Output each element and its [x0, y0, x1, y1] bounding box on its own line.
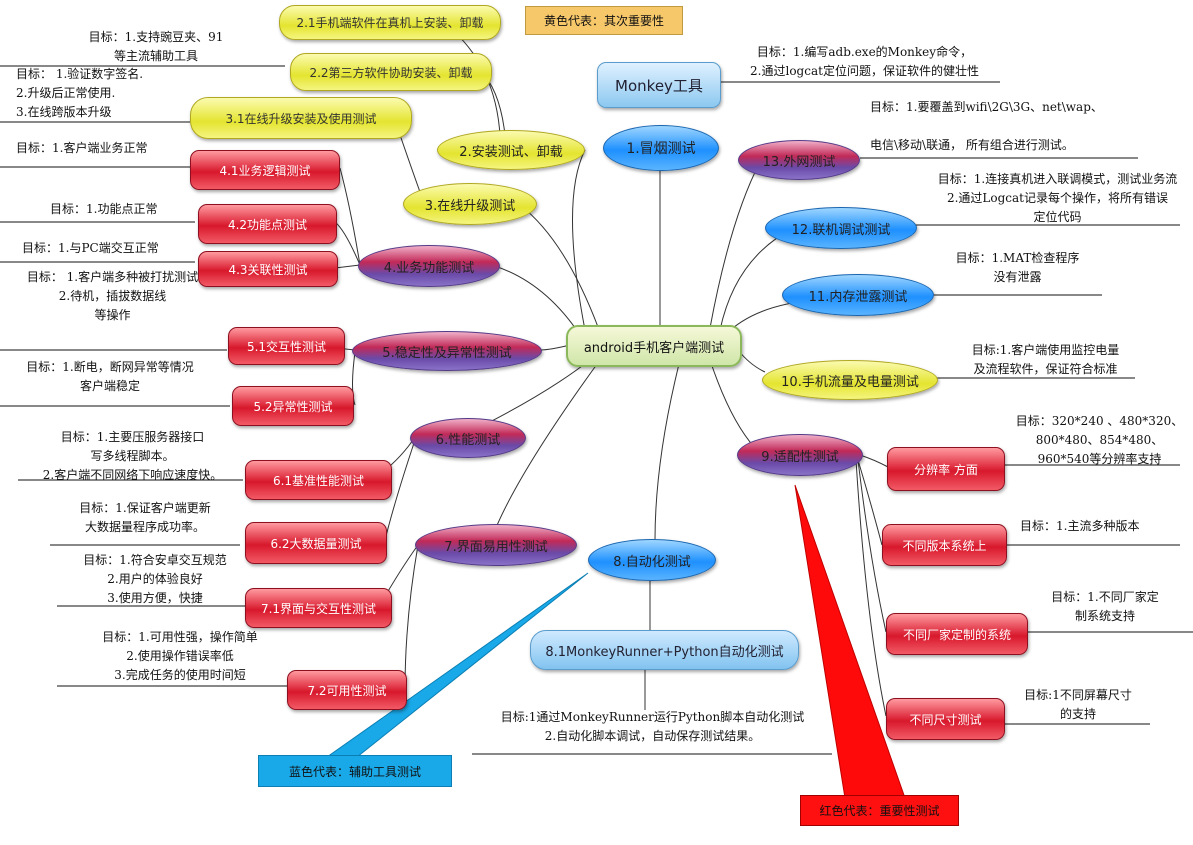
branch-joint-debug-test[interactable]: 12.联机调试测试 — [765, 207, 917, 249]
note-smoke: 目标：1.编写adb.exe的Monkey命令， 2.通过logcat定位问题，… — [750, 45, 979, 78]
sub-install-device[interactable]: 2.1手机端软件在真机上安装、卸载 — [279, 5, 501, 40]
note-joint: 目标：1.连接真机进入联调模式，测试业务流 2.通过Logcat记录每个操作，将… — [937, 172, 1178, 224]
branch-traffic-power-test[interactable]: 10.手机流量及电量测试 — [762, 360, 938, 400]
sub-compat-version[interactable]: 不同版本系统上 — [882, 524, 1007, 566]
sub-install-thirdparty[interactable]: 2.2第三方软件协助安装、卸载 — [290, 53, 492, 91]
sub-business-feature[interactable]: 4.2功能点测试 — [198, 204, 337, 244]
branch-compat-test[interactable]: 9.适配性测试 — [737, 434, 863, 476]
sub-ui-interaction[interactable]: 7.1界面与交互性测试 — [245, 588, 392, 628]
note-memory: 目标：1.MAT检查程序 没有泄露 — [955, 251, 1080, 284]
sub-perf-bigdata[interactable]: 6.2大数据量测试 — [245, 522, 387, 564]
legend-red: 红色代表：重要性测试 — [800, 795, 959, 826]
note-traffic: 目标:1.客户端使用监控电量 及流程软件，保证符合标准 — [971, 343, 1120, 376]
branch-smoke-test[interactable]: 1.冒烟测试 — [603, 125, 719, 171]
note-business-logic: 目标：1.客户端业务正常 — [16, 141, 148, 155]
branch-business-test[interactable]: 4.业务功能测试 — [358, 245, 500, 287]
branch-external-network-test[interactable]: 13.外网测试 — [738, 140, 860, 180]
sub-stability-interaction[interactable]: 5.1交互性测试 — [228, 327, 345, 365]
branch-stability-test[interactable]: 5.稳定性及异常性测试 — [352, 331, 542, 371]
branch-automation-test[interactable]: 8.自动化测试 — [588, 539, 716, 581]
note-stability: 目标：1.断电，断网异常等情况 客户端稳定 — [26, 360, 194, 393]
note-compat-size: 目标:1不同屏幕尺寸 的支持 — [1024, 688, 1132, 721]
note-install-signature: 目标： 1.验证数字签名. 2.升级后正常使用. 3.在线跨版本升级 — [16, 67, 144, 119]
note-network: 目标：1.要覆盖到wifi\2G\3G、net\wap、 电信\移动\联通， 所… — [870, 100, 1103, 152]
branch-upgrade-test[interactable]: 3.在线升级测试 — [403, 183, 537, 225]
note-business-interrupt: 目标： 1.客户端多种被打扰测试 2.待机，插拔数据线 等操作 — [26, 270, 199, 322]
branch-ui-test[interactable]: 7.界面易用性测试 — [415, 524, 577, 566]
sub-ui-usability[interactable]: 7.2可用性测试 — [287, 670, 407, 710]
branch-memory-leak-test[interactable]: 11.内存泄露测试 — [782, 274, 934, 316]
note-ui-usability: 目标：1.可用性强，操作简单 2.使用操作错误率低 3.完成任务的使用时间短 — [102, 630, 258, 682]
note-business-pc: 目标：1.与PC端交互正常 — [22, 241, 159, 255]
root-node[interactable]: android手机客户端测试 — [566, 325, 742, 367]
note-ui-interaction: 目标：1.符合安卓交互规范 2.用户的体验良好 3.使用方便，快捷 — [83, 553, 227, 605]
note-compat-resolution: 目标：320*240 、480*320、 800*480、854*480、 96… — [1015, 414, 1184, 466]
legend-yellow: 黄色代表：其次重要性 — [525, 6, 683, 35]
sub-business-logic[interactable]: 4.1业务逻辑测试 — [190, 150, 340, 190]
note-compat-vendor: 目标：1.不同厂家定 制系统支持 — [1051, 590, 1159, 623]
sub-compat-vendor[interactable]: 不同厂家定制的系统 — [886, 613, 1028, 655]
note-compat-version: 目标：1.主流多种版本 — [1020, 519, 1140, 533]
branch-install-test[interactable]: 2.安装测试、卸载 — [437, 130, 585, 170]
sub-compat-resolution[interactable]: 分辨率 方面 — [887, 447, 1005, 491]
note-perf-server: 目标：1.主要压服务器接口 写多线程脚本。 2.客户端不同网络下响应速度快。 — [42, 430, 223, 482]
note-perf-update: 目标：1.保证客户端更新 大数据量程序成功率。 — [79, 501, 211, 534]
monkey-tool-node[interactable]: Monkey工具 — [597, 62, 721, 108]
legend-blue: 蓝色代表：辅助工具测试 — [258, 755, 452, 787]
sub-business-relation[interactable]: 4.3关联性测试 — [198, 251, 338, 287]
sub-upgrade-install[interactable]: 3.1在线升级安装及使用测试 — [190, 97, 412, 139]
sub-stability-exception[interactable]: 5.2异常性测试 — [232, 386, 354, 426]
sub-compat-size[interactable]: 不同尺寸测试 — [886, 698, 1005, 740]
sub-monkeyrunner-python[interactable]: 8.1MonkeyRunner+Python自动化测试 — [530, 630, 799, 670]
note-install-assist: 目标：1.支持豌豆夹、91 等主流辅助工具 — [88, 30, 224, 63]
branch-performance-test[interactable]: 6.性能测试 — [410, 418, 526, 458]
note-business-feature: 目标：1.功能点正常 — [50, 202, 158, 216]
note-automation: 目标:1通过MonkeyRunner运行Python脚本自动化测试 2.自动化脚… — [500, 710, 805, 743]
sub-perf-benchmark[interactable]: 6.1基准性能测试 — [245, 460, 392, 500]
